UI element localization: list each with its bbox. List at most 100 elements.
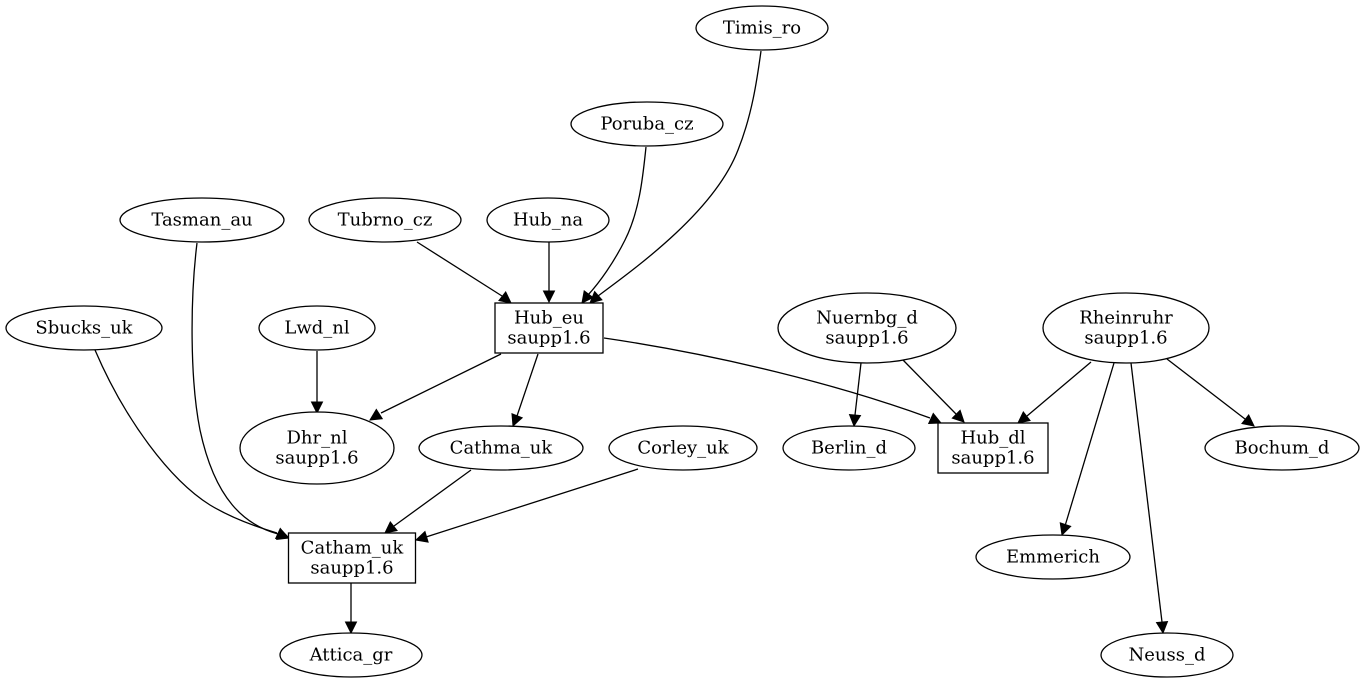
node-label: Cathma_uk (450, 438, 554, 459)
node-tasman-au: Tasman_au (119, 197, 285, 243)
node-ellipse (239, 411, 395, 485)
edge-lwd-nl-to-dhr-nl (310, 351, 324, 415)
node-label: Dhr_nl (287, 428, 348, 449)
node-lwd-nl: Lwd_nl (258, 305, 376, 351)
node-box (287, 532, 417, 584)
arrowhead-icon (927, 412, 943, 424)
node-ellipse (258, 305, 376, 351)
node-label: Corley_uk (637, 438, 729, 459)
arrowhead-icon (951, 409, 965, 423)
arrowhead-icon (848, 413, 862, 428)
arrowhead-icon (384, 520, 398, 534)
node-ellipse (975, 534, 1131, 580)
edge-line (416, 241, 503, 297)
arrowhead-icon (1155, 620, 1169, 635)
node-tubrno-cz: Tubrno_cz (308, 197, 462, 243)
edge-line (603, 337, 931, 419)
node-ellipse (1042, 292, 1210, 364)
node-timis-ro: Timis_ro (695, 5, 829, 51)
node-label: Rheinruhr (1079, 308, 1173, 329)
edge-line (516, 353, 539, 417)
edge-sbucks-uk-to-catham-uk (94, 349, 290, 539)
node-label: Attica_gr (309, 645, 393, 666)
edge-line (587, 146, 647, 296)
arrowhead-icon (369, 408, 384, 421)
node-poruba-cz: Poruba_cz (570, 101, 724, 147)
node-label: saupp1.6 (825, 328, 908, 349)
arrowhead-icon (344, 621, 358, 635)
edge-rheinruhr-to-bochum-d (1166, 358, 1255, 427)
edge-line (854, 362, 862, 416)
edge-nuernbg-d-to-berlin-d (848, 362, 862, 428)
node-label: Tubrno_cz (338, 210, 433, 231)
edge-hub-eu-to-cathma-uk (511, 353, 539, 428)
arrowhead-icon (581, 290, 594, 304)
edge-line (393, 469, 472, 527)
node-label: saupp1.6 (310, 558, 393, 579)
node-sbucks-uk: Sbucks_uk (5, 305, 163, 351)
node-label: saupp1.6 (951, 448, 1034, 469)
edge-line (380, 353, 502, 414)
node-label: Lwd_nl (284, 318, 349, 339)
node-label: Neuss_d (1129, 645, 1206, 666)
node-bochum-d: Bochum_d (1204, 425, 1360, 471)
node-label: Hub_dl (960, 428, 1025, 449)
edge-rheinruhr-to-emmerich (1059, 362, 1115, 537)
arrowhead-icon (498, 290, 512, 304)
node-ellipse (1204, 425, 1360, 471)
node-label: Nuernbg_d (816, 308, 918, 329)
node-hub-na: Hub_na (486, 197, 610, 243)
node-label: saupp1.6 (1084, 328, 1167, 349)
node-ellipse (608, 425, 758, 471)
node-cathma-uk: Cathma_uk (418, 425, 584, 471)
node-ellipse (782, 425, 916, 471)
arrowhead-icon (274, 527, 290, 539)
node-label: Emmerich (1006, 547, 1100, 568)
edge-line (1064, 362, 1115, 527)
arrowhead-icon (1241, 413, 1255, 427)
edge-tubrno-cz-to-hub-eu (416, 241, 512, 304)
node-emmerich: Emmerich (975, 534, 1131, 580)
node-label: saupp1.6 (275, 448, 358, 469)
node-ellipse (777, 292, 957, 364)
node-label: Hub_na (513, 210, 583, 231)
arrowhead-icon (310, 401, 324, 415)
edge-hub-na-to-hub-eu (542, 242, 556, 304)
node-ellipse (279, 632, 423, 678)
edge-line (425, 468, 639, 538)
node-ellipse (308, 197, 462, 243)
edge-nuernbg-d-to-hub-dl (902, 359, 965, 423)
node-label: Sbucks_uk (35, 318, 133, 339)
edge-line (1166, 358, 1246, 420)
node-ellipse (5, 305, 163, 351)
arrowhead-icon (1017, 410, 1031, 424)
node-label: Tasman_au (151, 210, 252, 231)
node-ellipse (418, 425, 584, 471)
edge-line (191, 242, 279, 535)
edge-corley-uk-to-catham-uk (414, 468, 639, 543)
edge-hub-eu-to-dhr-nl (369, 353, 502, 421)
arrowhead-icon (542, 290, 556, 304)
node-label: Hub_eu (514, 308, 584, 329)
node-ellipse (119, 197, 285, 243)
edge-hub-eu-to-hub-dl (603, 337, 943, 424)
node-label: saupp1.6 (507, 328, 590, 349)
edge-line (597, 50, 762, 297)
node-ellipse (486, 197, 610, 243)
edge-tasman-au-to-catham-uk (191, 242, 291, 540)
edge-cathma-uk-to-catham-uk (384, 469, 472, 534)
node-ellipse (1100, 632, 1234, 678)
node-corley-uk: Corley_uk (608, 425, 758, 471)
edge-rheinruhr-to-hub-dl (1017, 361, 1092, 424)
node-ellipse (695, 5, 829, 51)
edges-layer (94, 50, 1255, 635)
edge-poruba-cz-to-hub-eu (581, 146, 647, 304)
